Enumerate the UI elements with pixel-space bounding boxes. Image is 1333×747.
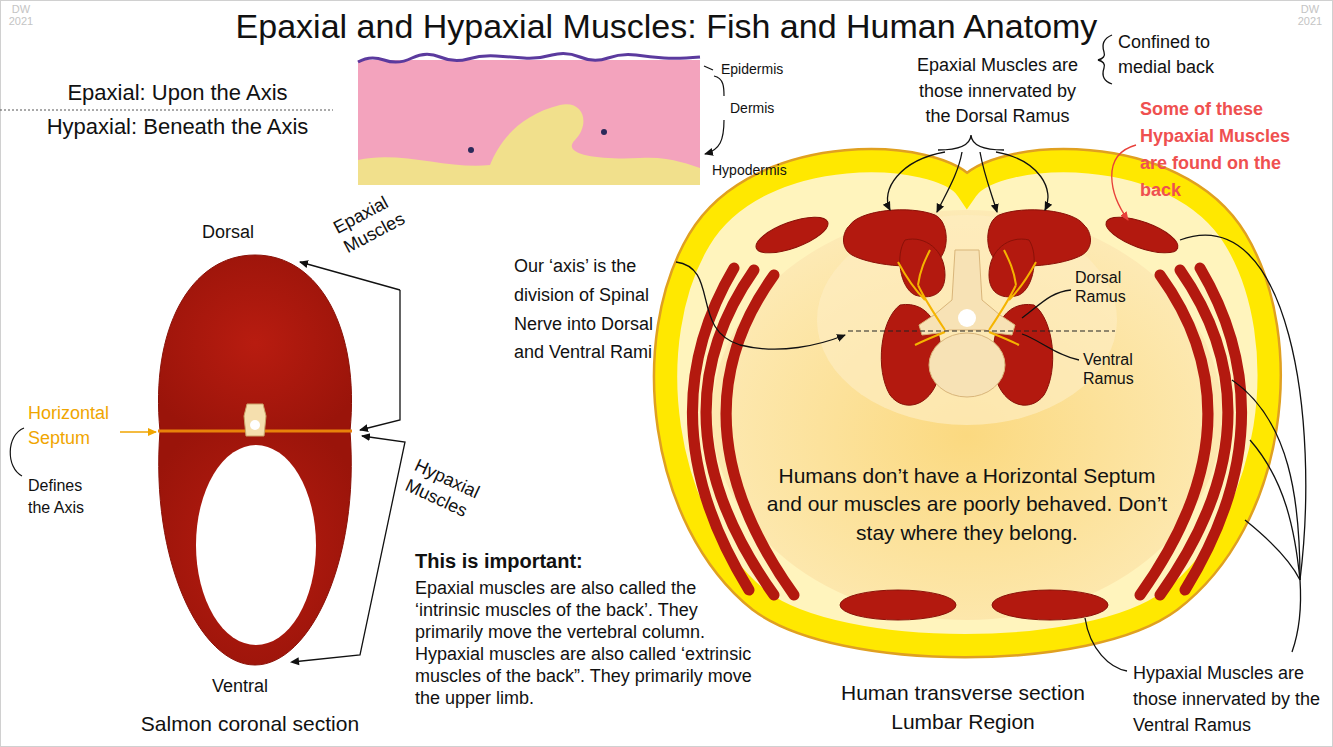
section-caption: Human transverse section Lumbar Region	[823, 678, 1103, 737]
layer-label: Dermis	[730, 100, 810, 117]
axis-line-part	[848, 330, 1115, 331]
note-text: Epaxial muscles are also called the ‘int…	[415, 578, 760, 710]
septum-label: Horizontal Septum	[28, 401, 128, 451]
human-section-part	[666, 161, 1268, 645]
human-leaders-part	[996, 152, 1048, 210]
human-leaders-part	[980, 152, 997, 212]
page-frame-part	[0, 110, 333, 111]
human-leaders-part	[1085, 618, 1127, 671]
direction-label: Dorsal	[196, 222, 260, 244]
layer-label: Hypodermis	[712, 162, 822, 179]
human-muscles-part	[992, 590, 1108, 620]
salmon-leaders-part	[292, 436, 405, 662]
callout-text: Our ‘axis’ is the division of Spinal Ner…	[514, 252, 674, 367]
salmon-section	[158, 255, 352, 665]
abdominal-wall-muscles-part	[692, 268, 749, 590]
abdominal-wall-muscles-part	[726, 275, 794, 595]
skin-section-part	[358, 53, 700, 62]
human-section	[666, 161, 1268, 645]
human-muscles	[752, 210, 1182, 620]
human-leaders-part	[1292, 580, 1301, 652]
skin-section-part	[358, 104, 700, 185]
callout-text: Hypaxial Muscles are those innervated by…	[1133, 660, 1325, 738]
note-heading: This is important:	[415, 549, 715, 573]
skin-section-part	[468, 147, 474, 153]
callout-text: Some of these Hypaxial Muscles are found…	[1140, 96, 1310, 204]
skin-section	[358, 53, 724, 185]
abdominal-wall-muscles-part	[1140, 275, 1208, 595]
note-text: Defines the Axis	[28, 475, 108, 520]
human-muscles-part	[1102, 210, 1182, 260]
vertebra	[919, 250, 1015, 397]
human-section-part	[712, 210, 1222, 620]
spinal-nerves-part	[915, 332, 945, 345]
salmon-leaders-part	[300, 262, 400, 290]
salmon-leaders	[10, 262, 405, 662]
skin-section-part	[358, 60, 700, 185]
human-leaders-part	[1250, 440, 1300, 580]
human-leaders-part	[1180, 235, 1306, 580]
definition-text: Epaxial: Upon the Axis	[20, 80, 335, 106]
salmon-leaders-part	[360, 290, 400, 430]
axis-line	[848, 331, 1115, 332]
muscle-group-label: Epaxial Muscles	[330, 182, 421, 258]
human-leaders-part	[1022, 334, 1079, 360]
skin-section-part	[714, 76, 724, 96]
vertebra-part	[929, 333, 1005, 397]
vertebra-part	[958, 309, 976, 327]
page-title: Epaxial and Hypaxial Muscles: Fish and H…	[150, 6, 1183, 47]
human-muscles-part	[840, 590, 956, 620]
abdominal-wall-muscles	[692, 268, 1241, 595]
spinal-nerves-part	[898, 250, 945, 330]
spinal-nerves-part	[989, 250, 1036, 330]
vertebra-part	[919, 250, 1015, 335]
definition-text: Hypaxial: Beneath the Axis	[20, 114, 335, 140]
abdominal-wall-muscles-part	[1185, 268, 1242, 590]
watermark: DW 2021	[4, 3, 38, 27]
callout-text: Epaxial Muscles are those innervated by …	[905, 53, 1090, 130]
callout-text: Confined to medial back	[1118, 30, 1238, 80]
cross-section-region: Humans don’t have a Horizontal Septum an…	[667, 150, 1267, 650]
salmon-section-part	[244, 404, 266, 436]
abdominal-wall-muscles-part	[1160, 270, 1228, 595]
human-leaders-part	[676, 262, 845, 349]
abdominal-wall-muscles-part	[706, 270, 774, 595]
layer-label: Epidermis	[721, 61, 821, 78]
human-leaders-part	[1245, 520, 1300, 580]
salmon-leaders-part	[120, 431, 156, 433]
salmon-section-part	[196, 445, 316, 645]
nerve-label: Ventral Ramus	[1083, 350, 1153, 388]
human-leaders-part	[1112, 145, 1136, 220]
human-leaders-part	[1022, 290, 1071, 318]
salmon-section-part	[159, 431, 352, 665]
salmon-leaders-part	[10, 428, 24, 476]
skin-section-part	[705, 120, 724, 154]
human-leaders-part	[937, 152, 962, 212]
salmon-section-part	[250, 420, 260, 430]
region-text: Humans don’t have a Horizontal Septum an…	[762, 462, 1172, 547]
human-section-part	[666, 161, 1268, 645]
section-caption: Salmon coronal section	[110, 711, 390, 736]
human-leaders-part	[938, 135, 1004, 150]
spinal-nerves	[898, 250, 1036, 345]
human-leaders-part	[1098, 35, 1112, 84]
direction-label: Ventral	[190, 676, 290, 698]
human-leaders-part	[1232, 380, 1300, 580]
muscle-group-label: Hypaxial Muscles	[402, 455, 502, 532]
human-muscles-part	[752, 210, 832, 260]
skin-section-part	[601, 129, 607, 135]
nerve-label: Dorsal Ramus	[1075, 268, 1140, 306]
spinal-nerves-part	[989, 332, 1019, 345]
skin-section-part	[704, 66, 713, 70]
watermark: DW 2021	[1293, 3, 1327, 27]
human-leaders-part	[887, 152, 945, 210]
